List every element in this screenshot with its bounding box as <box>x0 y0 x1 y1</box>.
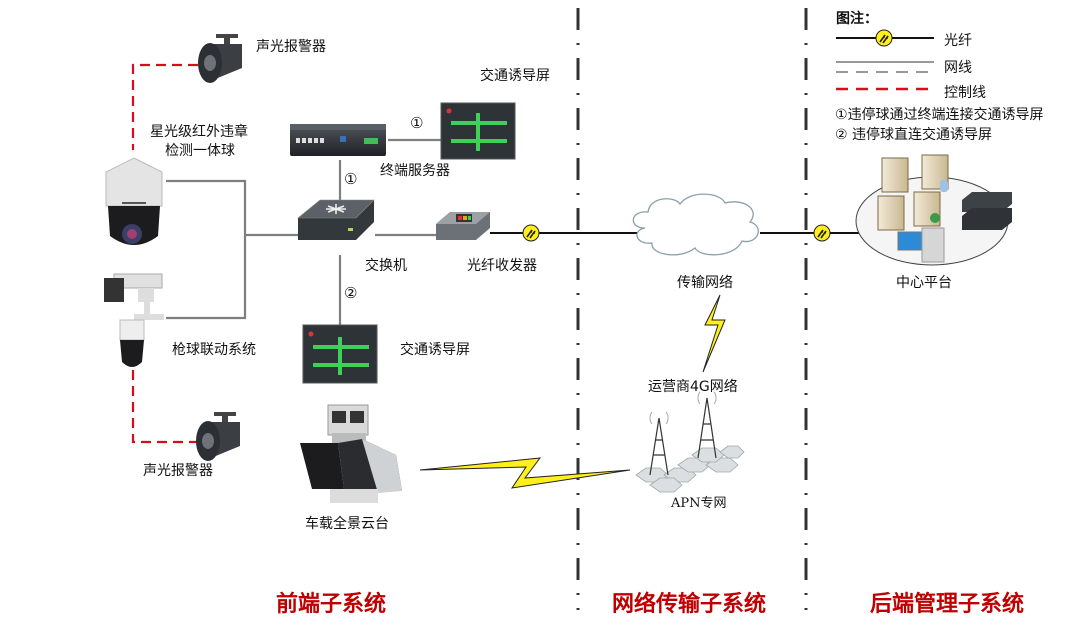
fiber-transceiver-icon <box>436 212 490 240</box>
marker-1-server-screen: ① <box>410 114 424 132</box>
label-transmission-network: 传输网络 <box>677 275 733 291</box>
label-dome-line1: 星光级红外违章 <box>150 124 248 140</box>
subsystem-title-backend: 后端管理子系统 <box>870 592 1025 617</box>
alarm-speaker-icon <box>196 412 240 461</box>
network-lines <box>166 138 441 325</box>
legend-note-2: ② 违停球直连交通诱导屏 <box>835 124 992 144</box>
dome-camera-icon <box>105 157 163 245</box>
center-platform-icon <box>855 154 1012 266</box>
subsystem-title-front: 前端子系统 <box>276 592 387 617</box>
legend-note-1-text: 违停球通过终端连接交通诱导屏 <box>847 107 1044 123</box>
label-gun-ball-system: 枪球联动系统 <box>172 342 256 358</box>
subsystem-title-network: 网络传输子系统 <box>612 592 767 617</box>
legend-title: 图注： <box>836 11 878 27</box>
legend-note-1-marker: ① <box>835 107 848 123</box>
label-carrier-4g: 运营商4G网络 <box>648 379 738 395</box>
label-alarm-top: 声光报警器 <box>256 39 326 55</box>
legend-network-line-icon <box>836 61 934 73</box>
gun-ball-camera-icon <box>104 273 164 367</box>
control-line-bottom <box>131 370 198 444</box>
legend-note-1: ①违停球通过终端连接交通诱导屏 <box>835 104 1044 124</box>
cell-tower-icon <box>635 391 745 493</box>
legend-note-2-text: 违停球直连交通诱导屏 <box>852 127 993 143</box>
legend-label-control: 控制线 <box>944 85 986 101</box>
legend-fiber-line-icon <box>836 29 934 47</box>
legend-note-2-marker: ② <box>835 127 848 143</box>
marker-1-switch-server: ① <box>344 170 358 188</box>
wireless-link-icon <box>702 294 726 373</box>
label-fiber-transceiver: 光纤收发器 <box>467 258 537 274</box>
cloud-icon <box>632 193 759 256</box>
label-alarm-bottom: 声光报警器 <box>143 463 213 479</box>
legend-label-fiber: 光纤 <box>944 33 972 49</box>
alarm-speaker-icon <box>198 34 242 83</box>
fiber-line-back <box>760 224 860 242</box>
label-guide-screen-top: 交通诱导屏 <box>480 68 550 84</box>
label-guide-screen-bottom: 交通诱导屏 <box>400 342 470 358</box>
vehicle-ptz-icon <box>300 404 402 503</box>
label-vehicle-ptz: 车载全景云台 <box>305 516 389 532</box>
legend-label-network: 网线 <box>944 60 972 76</box>
guide-screen-icon <box>440 102 516 160</box>
wireless-link-icon <box>419 457 631 489</box>
label-dome-line2: 检测一体球 <box>165 143 235 159</box>
guide-screen-icon <box>302 324 378 384</box>
control-line-top <box>131 63 198 150</box>
label-apn: APN专网 <box>671 496 727 511</box>
terminal-server-icon <box>290 124 386 156</box>
marker-2-switch-screen: ② <box>344 284 358 302</box>
switch-icon <box>297 199 375 240</box>
label-center-platform: 中心平台 <box>896 275 952 291</box>
fiber-line-front <box>490 224 638 242</box>
label-terminal-server: 终端服务器 <box>380 163 450 179</box>
label-switch: 交换机 <box>365 258 407 274</box>
